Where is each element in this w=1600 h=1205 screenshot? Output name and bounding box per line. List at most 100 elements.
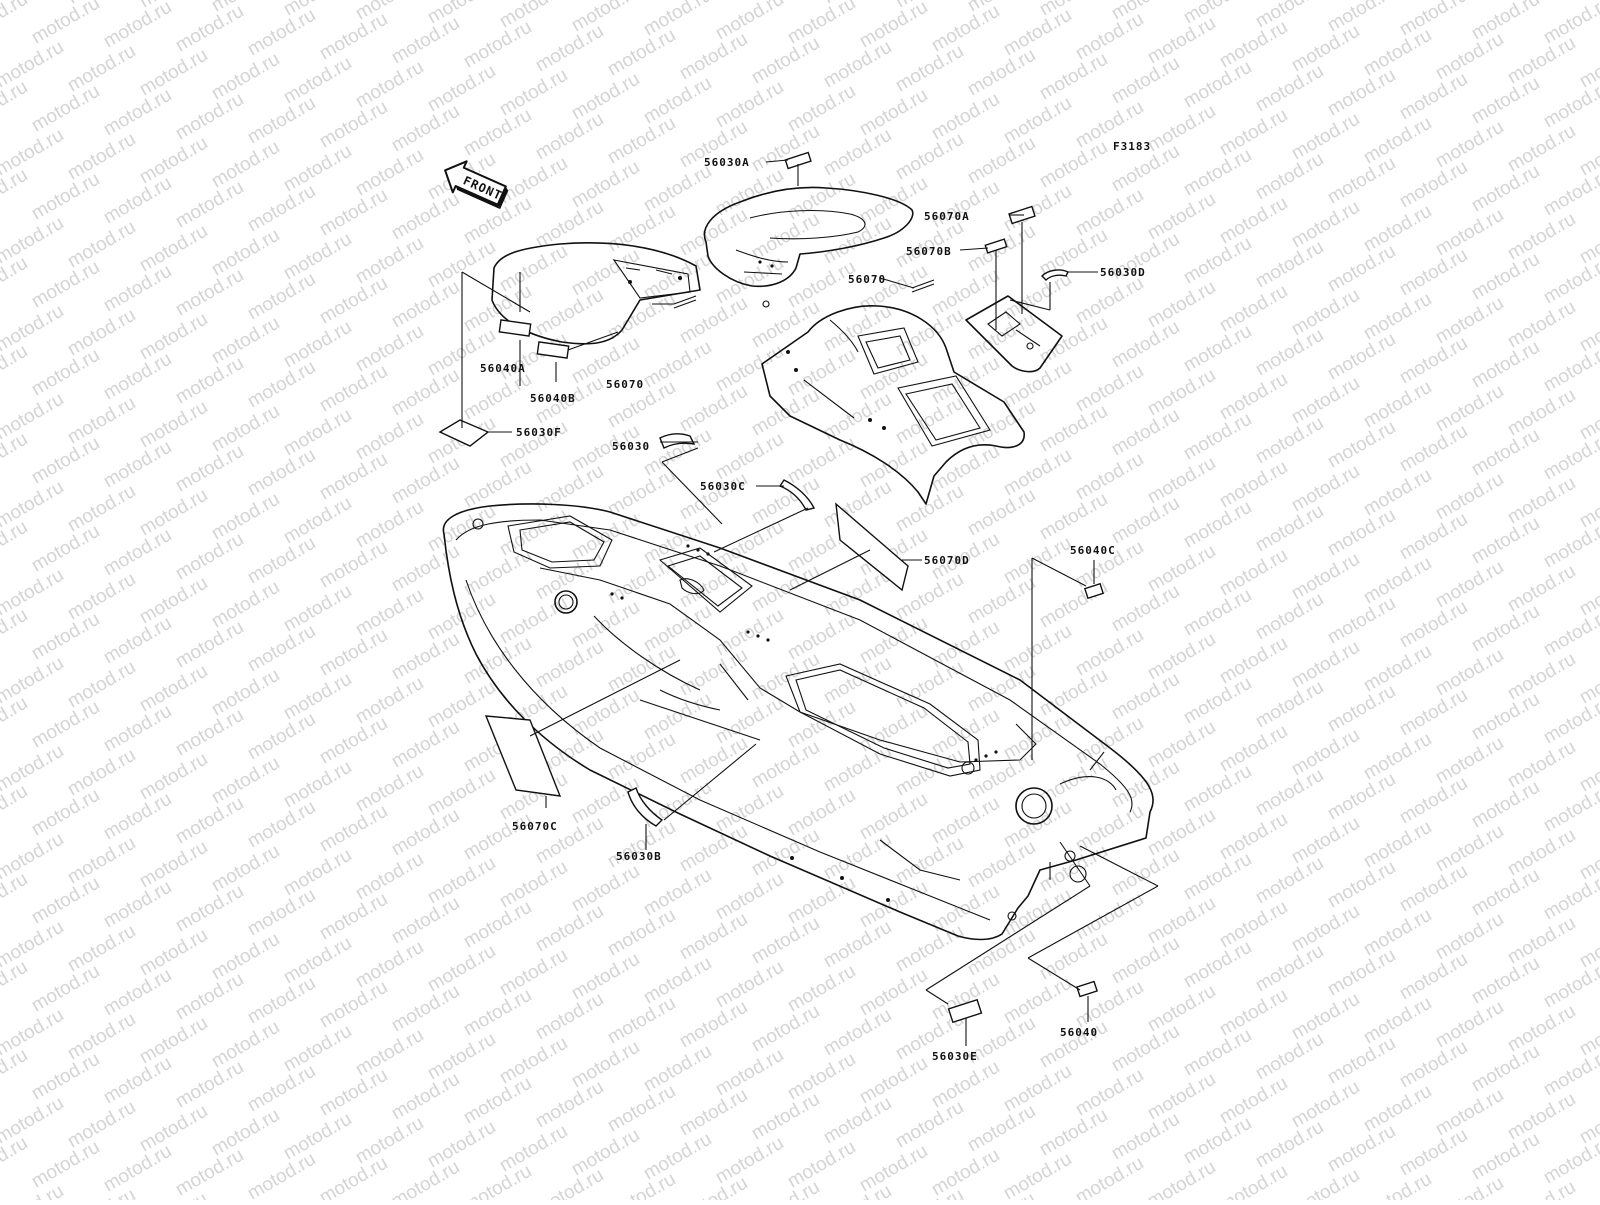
watermark-text: motod.ru (1108, 493, 1183, 549)
watermark-text: motod.ru (1504, 561, 1579, 617)
watermark-text: motod.ru (208, 1105, 283, 1161)
watermark-text: motod.ru (0, 77, 31, 133)
watermark-text: motod.ru (1468, 73, 1543, 129)
watermark-text: motod.ru (28, 961, 103, 1017)
watermark-text: motod.ru (352, 409, 427, 465)
watermark-text: motod.ru (820, 1005, 895, 1061)
watermark-text: motod.ru (388, 629, 463, 685)
watermark-text: motod.ru (64, 1009, 139, 1065)
watermark-text: motod.ru (1324, 417, 1399, 473)
watermark-text: motod.ru (1144, 981, 1219, 1037)
watermark-text: motod.ru (1072, 449, 1147, 505)
watermark-text: motod.ru (856, 85, 931, 141)
watermark-text: motod.ru (1288, 373, 1363, 429)
watermark-text: motod.ru (1432, 909, 1507, 965)
watermark-text: motod.ru (28, 1137, 103, 1193)
watermark-text: motod.ru (1216, 281, 1291, 337)
watermark-text: motod.ru (1252, 677, 1327, 733)
watermark-text: motod.ru (1468, 1041, 1543, 1097)
watermark-text: motod.ru (820, 125, 895, 181)
watermark-text: motod.ru (856, 877, 931, 933)
watermark-text: motod.ru (100, 173, 175, 229)
watermark-text: motod.ru (1288, 637, 1363, 693)
watermark-text: motod.ru (640, 337, 715, 393)
watermark-text: motod.ru (1360, 641, 1435, 697)
watermark-text: motod.ru (496, 857, 571, 913)
watermark-text: motod.ru (676, 645, 751, 701)
watermark-text: motod.ru (1144, 101, 1219, 157)
watermark-text: motod.ru (784, 0, 859, 48)
watermark-text: motod.ru (136, 45, 211, 101)
watermark-text: motod.ru (172, 969, 247, 1025)
watermark-text: motod.ru (856, 437, 931, 493)
watermark-text: motod.ru (820, 37, 895, 93)
watermark-text: motod.ru (568, 1037, 643, 1093)
watermark-text: motod.ru (928, 1145, 1003, 1200)
watermark-text: motod.ru (208, 665, 283, 721)
watermark-text: motod.ru (1324, 945, 1399, 1001)
watermark-text: motod.ru (1504, 297, 1579, 353)
watermark-text: motod.ru (1504, 209, 1579, 265)
watermark-text: motod.ru (1432, 997, 1507, 1053)
watermark-text: motod.ru (1072, 273, 1147, 329)
watermark-text: motod.ru (208, 137, 283, 193)
watermark-text: motod.ru (784, 169, 859, 225)
watermark-text: motod.ru (640, 1041, 715, 1097)
watermark-text: motod.ru (0, 693, 31, 749)
watermark-text: motod.ru (1432, 293, 1507, 349)
watermark-text: motod.ru (0, 517, 31, 573)
watermark-text: motod.ru (1432, 733, 1507, 789)
watermark-text: motod.ru (280, 1109, 355, 1165)
watermark-text: motod.ru (1360, 377, 1435, 433)
watermark-text: motod.ru (640, 73, 715, 129)
watermark-text: motod.ru (1288, 197, 1363, 253)
watermark-text: motod.ru (712, 605, 787, 661)
watermark-text: motod.ru (748, 209, 823, 265)
watermark-text: motod.ru (1396, 861, 1471, 917)
watermark-text: motod.ru (640, 161, 715, 217)
watermark-text: motod.ru (532, 285, 607, 341)
watermark-text: motod.ru (604, 113, 679, 169)
watermark-text: motod.ru (100, 789, 175, 845)
watermark-text: motod.ru (244, 1061, 319, 1117)
watermark-text: motod.ru (1396, 421, 1471, 477)
watermark-text: motod.ru (316, 1153, 391, 1200)
watermark-text: motod.ru (0, 1045, 31, 1101)
watermark-text: motod.ru (1216, 897, 1291, 953)
watermark-text: motod.ru (1108, 669, 1183, 725)
watermark-text: motod.ru (1144, 365, 1219, 421)
watermark-text: motod.ru (388, 1157, 463, 1200)
watermark-text: motod.ru (1072, 9, 1147, 65)
watermark-text: motod.ru (1144, 189, 1219, 245)
watermark-text: motod.ru (352, 585, 427, 641)
watermark-text: motod.ru (964, 45, 1039, 101)
watermark-text: motod.ru (1432, 645, 1507, 701)
watermark-text: motod.ru (1000, 445, 1075, 501)
watermark-text: motod.ru (748, 121, 823, 177)
watermark-text: motod.ru (1396, 773, 1471, 829)
watermark-text: motod.ru (1144, 893, 1219, 949)
watermark-text: motod.ru (1252, 589, 1327, 645)
watermark-text: motod.ru (424, 61, 499, 117)
watermark-text: motod.ru (64, 129, 139, 185)
watermark-text: motod.ru (64, 657, 139, 713)
watermark-text: motod.ru (640, 953, 715, 1009)
watermark-text: motod.ru (316, 185, 391, 241)
watermark-text: motod.ru (856, 789, 931, 845)
watermark-text: motod.ru (388, 101, 463, 157)
watermark-text: motod.ru (316, 537, 391, 593)
watermark-text: motod.ru (1072, 1065, 1147, 1121)
watermark-text: motod.ru (568, 157, 643, 213)
watermark-text: motod.ru (1180, 145, 1255, 201)
watermark-text: motod.ru (640, 513, 715, 569)
watermark-text: motod.ru (244, 93, 319, 149)
watermark-text: motod.ru (0, 1133, 31, 1189)
watermark-text: motod.ru (0, 165, 31, 221)
watermark-text: motod.ru (1432, 557, 1507, 613)
watermark-text: motod.ru (568, 861, 643, 917)
watermark-text: motod.ru (1504, 737, 1579, 793)
watermark-text: motod.ru (1252, 61, 1327, 117)
watermark-text: motod.ru (316, 977, 391, 1033)
watermark-text: motod.ru (640, 865, 715, 921)
watermark-text: motod.ru (640, 425, 715, 481)
